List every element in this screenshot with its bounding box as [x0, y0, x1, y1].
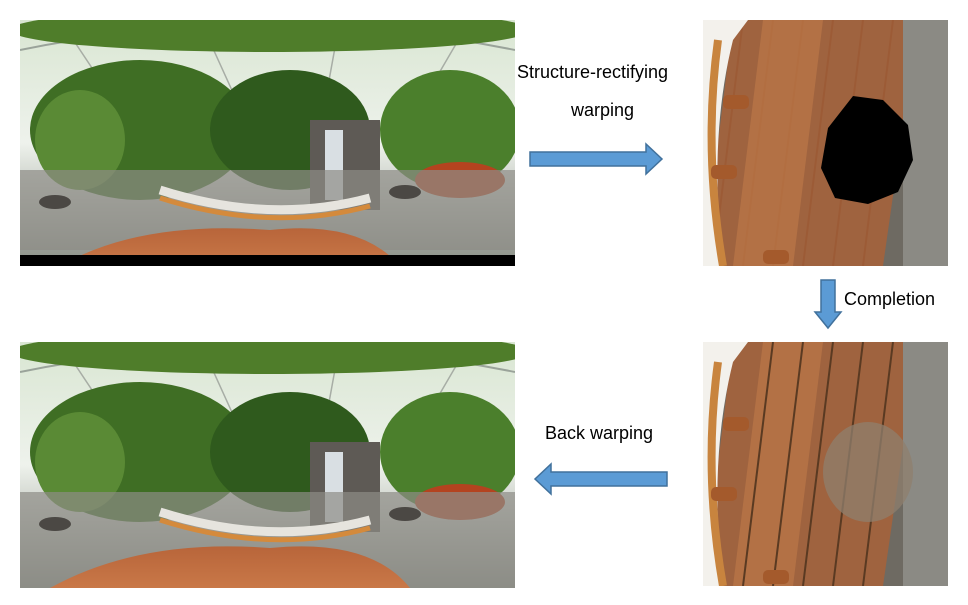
right-arrow-icon: [529, 142, 664, 176]
warped-floor-image: [703, 20, 948, 266]
step-back-warp-label: Back warping: [545, 423, 654, 443]
completed-floor-image: [703, 342, 948, 586]
step-completion-label: Completion: [844, 289, 936, 309]
step-warp-label-line1: Structure-rectifying: [517, 62, 669, 82]
input-panorama-image: [20, 20, 515, 266]
output-panorama-image: [20, 342, 515, 588]
step-warp-label-line2: warping: [571, 100, 635, 120]
down-arrow-icon: [813, 279, 843, 330]
left-arrow-icon: [533, 462, 668, 496]
